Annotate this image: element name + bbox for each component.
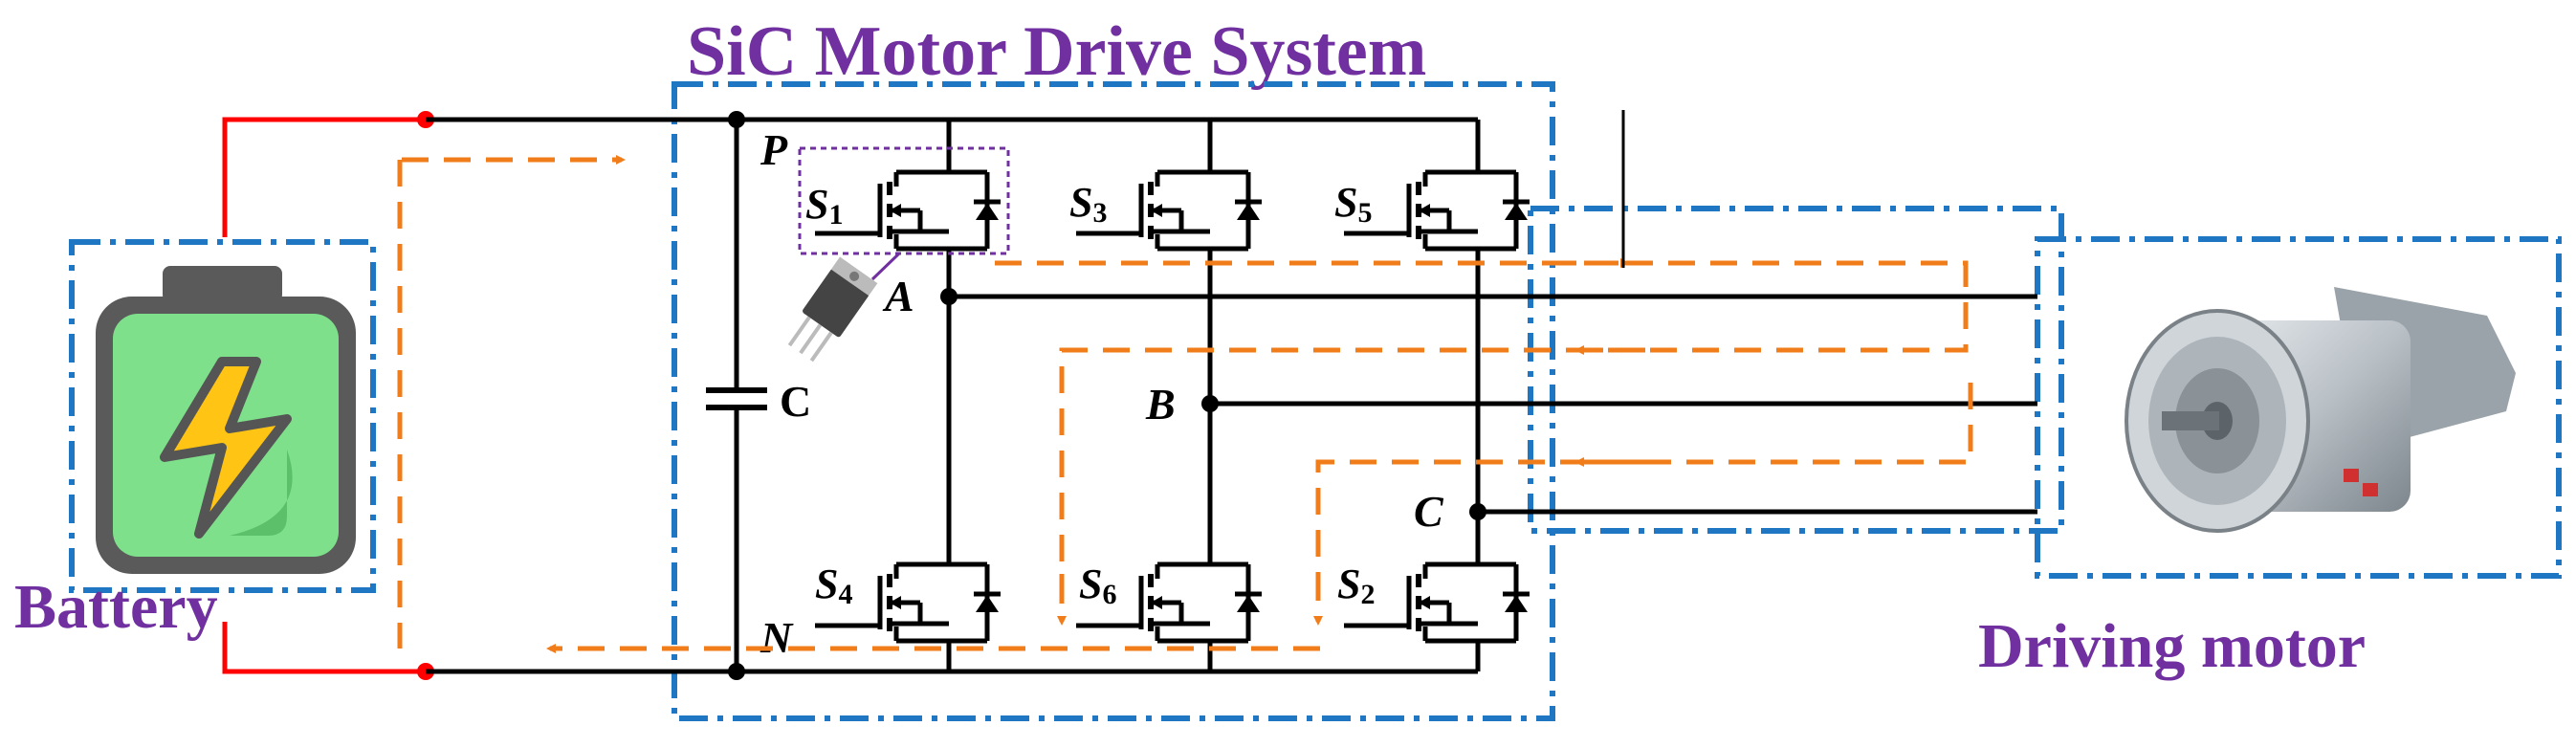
node-p-label: P (760, 125, 788, 174)
switch-s3-label: S3 (1069, 179, 1107, 229)
electric-motor-icon (2125, 287, 2516, 533)
cable-box (1528, 206, 2064, 534)
battery-icon (96, 266, 356, 574)
current-path-outer (995, 260, 1969, 612)
capacitor-label: C (780, 377, 811, 426)
node-b-label: B (1145, 380, 1176, 429)
phase-leg-a (815, 120, 1001, 671)
dc-link-capacitor (706, 120, 767, 671)
node-a-label: A (882, 272, 914, 320)
mosfet-package-icon (787, 256, 878, 363)
node-c-label: C (1414, 487, 1444, 536)
phase-leg-c (1344, 120, 1530, 671)
battery-positive-lead (222, 117, 426, 237)
battery-negative-lead (222, 622, 426, 674)
motor-label: Driving motor (1978, 611, 2366, 681)
switch-s4-label: S4 (815, 561, 852, 610)
switch-s2-label: S2 (1337, 561, 1375, 610)
battery-label: Battery (14, 572, 218, 642)
diagram-title: SiC Motor Drive System (687, 12, 1426, 91)
switch-s1-label: S1 (805, 181, 843, 231)
battery-box (69, 239, 376, 593)
switch-s6-label: S6 (1079, 561, 1116, 610)
node-n-label: N (760, 613, 794, 662)
lightning-bolt-icon (160, 357, 292, 539)
switch-s5-label: S5 (1334, 179, 1372, 229)
